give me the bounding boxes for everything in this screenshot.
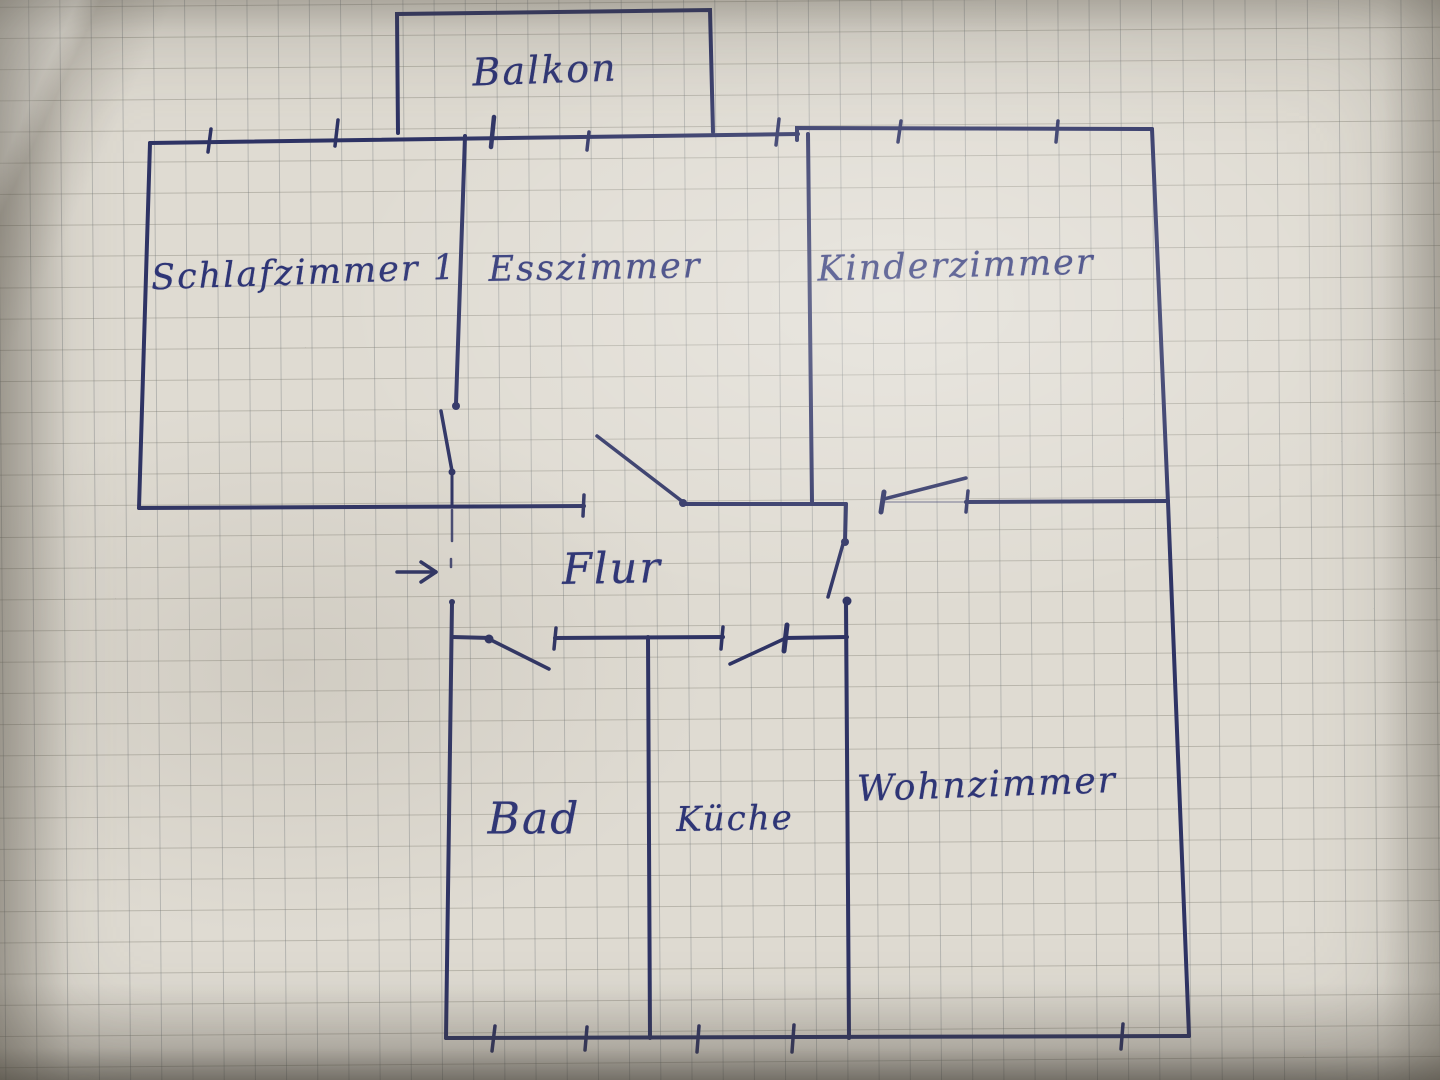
wohnzimmer-door-stub bbox=[845, 504, 846, 541]
wall-esszimmer-kinderzimmer bbox=[808, 134, 812, 503]
hinge-dot bbox=[484, 634, 494, 644]
flur-top-wall-right bbox=[966, 501, 1168, 502]
hinge-dot bbox=[448, 468, 456, 476]
tick bbox=[587, 132, 589, 150]
door-kueche-leaf bbox=[730, 638, 786, 664]
room-label-balkon: Balkon bbox=[471, 45, 619, 95]
tick bbox=[492, 1026, 495, 1051]
tick bbox=[881, 492, 884, 512]
flur-top-wall-left bbox=[139, 506, 584, 508]
room-label-bad: Bad bbox=[487, 793, 581, 845]
room-label-esszimmer: Esszimmer bbox=[488, 246, 702, 290]
door-bad-leaf bbox=[491, 640, 549, 669]
hinge-dot bbox=[679, 499, 687, 507]
hinge-dot bbox=[842, 596, 852, 606]
hinge-dot bbox=[841, 538, 849, 546]
tick bbox=[1056, 121, 1058, 142]
tick bbox=[966, 491, 968, 512]
wall-bad-left bbox=[446, 602, 452, 1038]
tick bbox=[554, 628, 556, 649]
door-hinge-dots bbox=[448, 402, 852, 644]
tick bbox=[697, 1026, 699, 1052]
tick bbox=[208, 129, 211, 152]
wall-bad-kueche bbox=[648, 637, 650, 1038]
entrance-arrow-icon bbox=[397, 562, 436, 582]
room-label-flur: Flur bbox=[561, 543, 663, 595]
hinge-dot bbox=[449, 599, 455, 605]
outer-wall-right bbox=[1152, 129, 1189, 1036]
door-swings bbox=[441, 411, 966, 669]
hinge-dot bbox=[452, 402, 460, 410]
outer-wall-left bbox=[139, 143, 150, 508]
outer-wall-bottom bbox=[446, 1036, 1189, 1038]
wall-kueche-wohnzimmer bbox=[846, 601, 849, 1038]
walls bbox=[139, 10, 1189, 1038]
door-kinderzimmer-leaf bbox=[884, 478, 966, 499]
tick bbox=[898, 121, 901, 142]
room-label-kinderzimmer: Kinderzimmer bbox=[816, 242, 1096, 290]
flur-bottom-wall-middle bbox=[555, 637, 723, 638]
door-esszimmer-leaf bbox=[597, 436, 683, 502]
tick bbox=[585, 1027, 587, 1050]
tick bbox=[784, 625, 787, 651]
door-schlafzimmer-leaf bbox=[441, 411, 452, 471]
door-wohnzimmer-leaf bbox=[828, 544, 843, 597]
room-label-kueche: Küche bbox=[675, 797, 795, 841]
tick bbox=[721, 627, 723, 649]
tick bbox=[583, 495, 584, 516]
tick bbox=[491, 117, 494, 147]
tick bbox=[1121, 1024, 1123, 1049]
tick bbox=[776, 119, 779, 145]
tick bbox=[792, 1025, 794, 1052]
wall-schlafzimmer-esszimmer bbox=[456, 136, 465, 404]
flur-bottom-wall-right bbox=[785, 637, 847, 638]
outer-wall-top-left-section bbox=[150, 134, 798, 143]
outer-wall-top-right-section bbox=[797, 128, 1152, 140]
